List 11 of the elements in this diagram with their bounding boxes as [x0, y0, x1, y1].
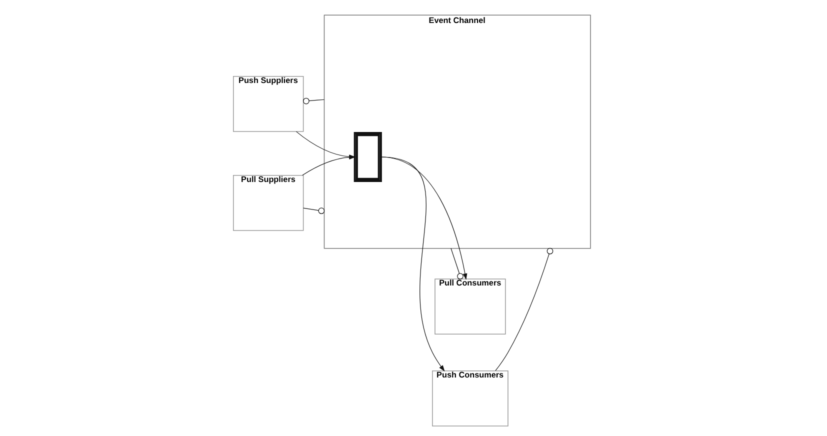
node-box: Push Suppliers — [232, 75, 304, 132]
connector — [308, 98, 324, 101]
arrow — [380, 156, 467, 280]
connector — [302, 207, 318, 210]
cluster: Event Channel — [323, 14, 590, 248]
node-box: Pull Suppliers — [232, 174, 304, 230]
arrow — [380, 156, 444, 372]
node-box: Push Consumers — [432, 370, 508, 426]
node-box: Pull Consumers — [434, 278, 506, 334]
connector — [494, 253, 549, 371]
connector — [450, 248, 460, 274]
